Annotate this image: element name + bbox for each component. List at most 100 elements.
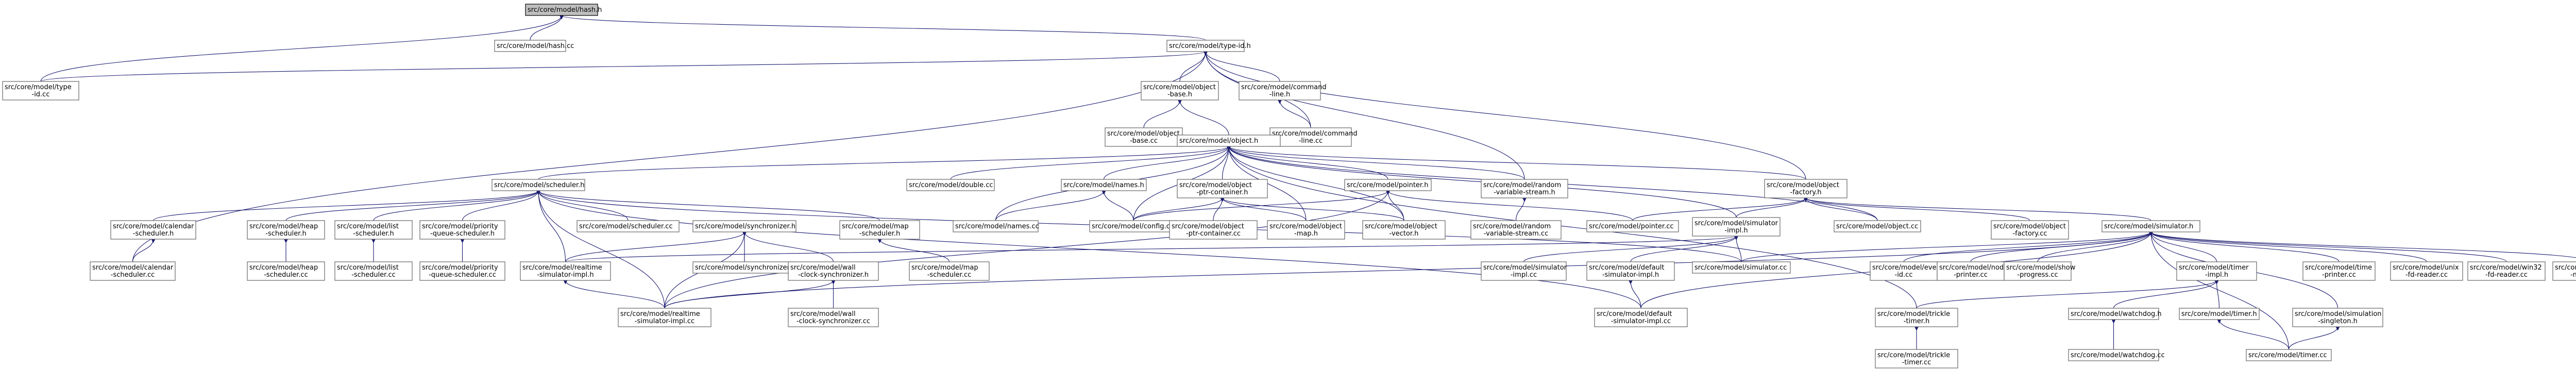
graph-node-calsched-h[interactable]: src/core/model/calendar-scheduler.h (110, 220, 196, 240)
graph-node-object-cc[interactable]: src/core/model/object.cc (1834, 220, 1921, 232)
include-edge (1630, 236, 1738, 262)
include-edge (2149, 231, 2290, 350)
include-edge (1629, 280, 1641, 309)
node-box (2292, 308, 2383, 327)
node-box (909, 261, 990, 281)
node-label: src/core/model/object (1172, 223, 1244, 230)
node-label: -scheduler.cc (264, 271, 308, 279)
node-box (2068, 308, 2159, 320)
graph-node-ptrcont-h[interactable]: src/core/model/object-ptr-container.h (1177, 179, 1268, 198)
graph-node-nodeprint-cc[interactable]: src/core/model/node-printer.cc (1937, 261, 2008, 281)
graph-node-rtsimimpl-h[interactable]: src/core/model/realtime-simulator-impl.h (520, 261, 611, 281)
graph-node-rvs-cc[interactable]: src/core/model/random-variable-stream.cc (1470, 220, 1562, 240)
graph-node-prioq-cc[interactable]: src/core/model/priority-queue-scheduler.… (419, 261, 505, 281)
graph-node-trickle-cc[interactable]: src/core/model/trickle-timer.cc (1875, 349, 1958, 369)
include-edge (536, 190, 566, 262)
graph-node-objbase-cc[interactable]: src/core/model/object-base.cc (1105, 127, 1183, 147)
graph-node-wallsync-cc[interactable]: src/core/model/wall-clock-synchronizer.c… (788, 308, 879, 327)
graph-node-listsched-h[interactable]: src/core/model/list-scheduler.h (334, 220, 413, 240)
include-edge (664, 231, 2153, 309)
node-box (618, 308, 711, 327)
graph-node-timer-cc[interactable]: src/core/model/timer.cc (2246, 349, 2332, 361)
node-box (2390, 261, 2463, 281)
graph-node-pointer-cc[interactable]: src/core/model/pointer.cc (1586, 220, 1679, 232)
graph-node-simulator-h[interactable]: src/core/model/simulator.h (2102, 220, 2200, 232)
graph-node-fdreader-cc[interactable]: src/core/model/unix-fd-reader.cc (2390, 261, 2463, 281)
graph-node-simulator-cc[interactable]: src/core/model/simulator.cc (1692, 261, 1791, 274)
graph-node-sync-h[interactable]: src/core/model/synchronizer.h (692, 220, 796, 232)
graph-node-objbase-h[interactable]: src/core/model/object-base.h (1141, 81, 1219, 101)
graph-node-heapsched-h[interactable]: src/core/model/heap-scheduler.h (247, 220, 325, 240)
graph-node-sync-cc[interactable]: src/core/model/synchronizer.cc (692, 261, 799, 274)
graph-node-double-cc[interactable]: src/core/model/double.cc (906, 179, 995, 191)
node-box (1594, 308, 1688, 327)
include-edge (742, 231, 834, 262)
node-label: -fd-reader.cc (2485, 271, 2528, 279)
graph-node-object-h[interactable]: src/core/model/object.h (1177, 135, 1281, 147)
node-label: -base.cc (1130, 137, 1158, 145)
graph-node-desmet-cc[interactable]: src/core/model/des-metrics.cc (2552, 261, 2576, 281)
node-box (2302, 261, 2376, 281)
graph-node-wallsync-h[interactable]: src/core/model/wall-clock-synchronizer.h (788, 261, 879, 281)
graph-node-watchdog-h[interactable]: src/core/model/watchdog.h (2068, 308, 2162, 320)
node-box (1481, 179, 1568, 198)
graph-node-rtsimimpl-cc[interactable]: src/core/model/realtime-simulator-impl.c… (618, 308, 711, 327)
graph-node-defsimimpl-cc[interactable]: src/core/model/default-simulator-impl.cc (1594, 308, 1688, 327)
graph-node-simimpl-h[interactable]: src/core/model/simulator-impl.h (1692, 217, 1781, 237)
graph-node-listsched-cc[interactable]: src/core/model/list-scheduler.cc (334, 261, 413, 281)
include-edge (536, 190, 880, 221)
node-label: src/core/model/names.cc (955, 223, 1039, 230)
graph-node-config-cc[interactable]: src/core/model/config.cc (1089, 220, 1178, 232)
graph-node-rvs-h[interactable]: src/core/model/random-variable-stream.h (1481, 179, 1568, 198)
graph-node-showprog-cc[interactable]: src/core/model/show-progress.cc (2004, 261, 2076, 281)
graph-node-simsing-h[interactable]: src/core/model/simulation-singleton.h (2292, 308, 2383, 327)
graph-node-scheduler-cc[interactable]: src/core/model/scheduler.cc (577, 220, 680, 232)
graph-node-calsched-cc[interactable]: src/core/model/calendar-scheduler.cc (90, 261, 176, 281)
graph-node-simimpl-cc[interactable]: src/core/model/simulator-impl.cc (1481, 261, 1567, 281)
include-edge (40, 51, 1208, 82)
graph-node-names-cc[interactable]: src/core/model/names.cc (953, 220, 1039, 232)
node-label: src/core/model/scheduler.h (494, 181, 585, 189)
graph-node-typeid-h[interactable]: src/core/model/type-id.h (1166, 40, 1251, 52)
graph-node-objvec-cc[interactable]: src/core/model/object-vector.h (1362, 220, 1446, 240)
node-label: -line.h (1269, 91, 1291, 98)
graph-node-names-h[interactable]: src/core/model/names.h (1061, 179, 1147, 191)
node-label: -ptr-container.h (1196, 189, 1248, 196)
graph-node-cmdline-cc[interactable]: src/core/model/command-line.cc (1269, 127, 1358, 147)
graph-node-eventid-cc[interactable]: src/core/model/event-id.cc (1870, 261, 1943, 281)
graph-node-heapsched-cc[interactable]: src/core/model/heap-scheduler.cc (247, 261, 325, 281)
graph-node-win32fd-cc[interactable]: src/core/model/win32-fd-reader.cc (2467, 261, 2546, 281)
graph-node-objmap-cc[interactable]: src/core/model/object-map.h (1267, 220, 1345, 240)
include-edge (565, 236, 1738, 262)
graph-node-objfact-h[interactable]: src/core/model/object-factory.h (1764, 179, 1848, 198)
graph-node-timer-h[interactable]: src/core/model/timer.h (2179, 308, 2260, 320)
graph-node-timeprint-cc[interactable]: src/core/model/time-printer.cc (2302, 261, 2376, 281)
node-label: -scheduler.cc (351, 271, 396, 279)
graph-node-typeid-cc[interactable]: src/core/model/type-id.cc (2, 81, 79, 101)
graph-node-ptrcont-cc[interactable]: src/core/model/object-ptr-container.cc (1169, 220, 1258, 240)
include-edge (285, 190, 540, 221)
graph-node-scheduler-h[interactable]: src/core/model/scheduler.h (492, 179, 585, 191)
include-edge (1804, 197, 1878, 221)
node-box (1764, 179, 1848, 198)
node-box (494, 40, 566, 52)
node-label: src/core/model/time (2305, 264, 2372, 272)
graph-node-hash-cc[interactable]: src/core/model/hash.cc (494, 40, 574, 52)
include-edge (1916, 280, 2219, 309)
node-label: -map.h (1294, 230, 1318, 238)
graph-node-cmdline-h[interactable]: src/core/model/command-line.h (1239, 81, 1327, 101)
graph-node-objfact-cc[interactable]: src/core/model/object-factory.cc (1991, 220, 2069, 240)
node-label: src/core/model/timer.cc (2248, 351, 2327, 359)
graph-node-trickle-h[interactable]: src/core/model/trickle-timer.h (1875, 308, 1958, 327)
graph-node-hash-h[interactable]: src/core/model/hash.h (525, 4, 602, 16)
graph-node-defsimimpl-h[interactable]: src/core/model/default-simulator-impl.h (1586, 261, 1675, 281)
graph-node-timerimpl-h[interactable]: src/core/model/timer-impl.h (2176, 261, 2257, 281)
graph-node-watchdog-cc[interactable]: src/core/model/watchdog.cc (2068, 349, 2165, 361)
node-label: -variable-stream.cc (1484, 230, 1548, 238)
graph-node-prioq-h[interactable]: src/core/model/priority-queue-scheduler.… (419, 220, 505, 240)
graph-node-mapsched-h[interactable]: src/core/model/map-scheduler.h (839, 220, 920, 240)
graph-node-mapsched-cc[interactable]: src/core/model/map-scheduler.cc (909, 261, 990, 281)
node-label: -metrics.cc (2570, 271, 2576, 279)
graph-node-pointer-h[interactable]: src/core/model/pointer.h (1344, 179, 1432, 191)
